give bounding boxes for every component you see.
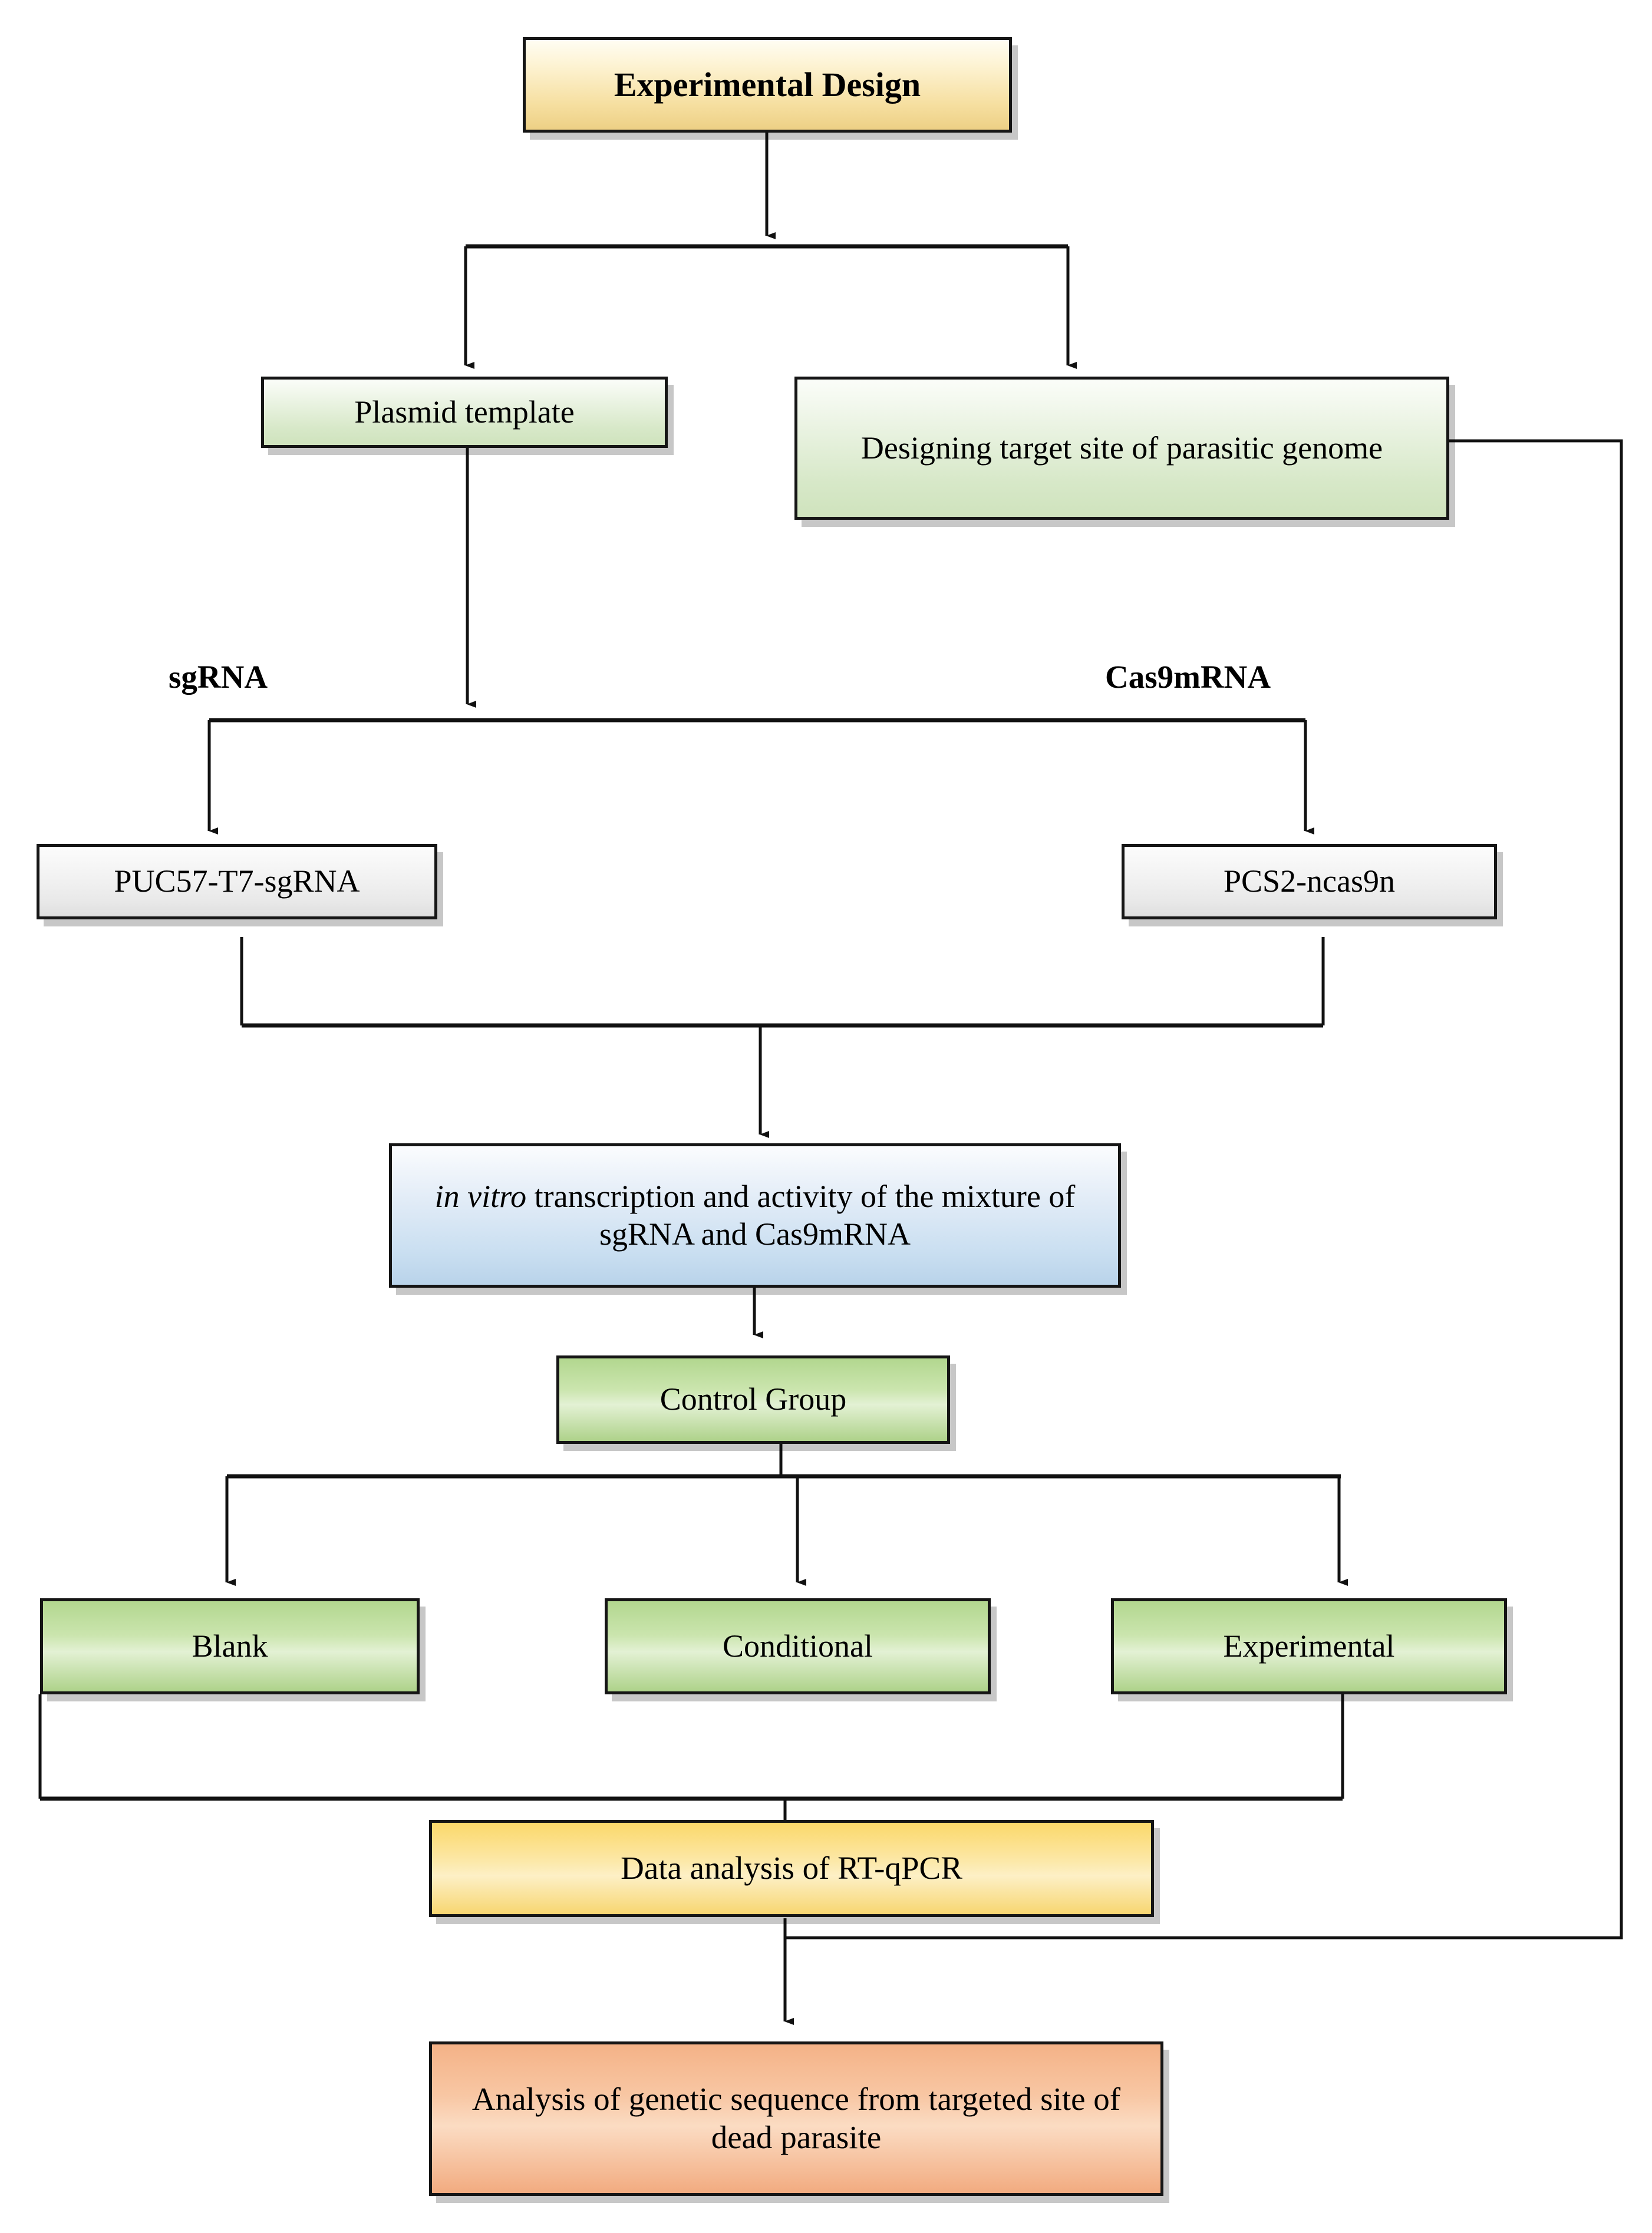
node-label: PCS2-ncas9n [1223,863,1395,899]
node-blank[interactable]: Blank [40,1598,420,1694]
node-label: Analysis of genetic sequence from target… [471,2081,1121,2155]
node-label: Control Group [660,1381,847,1417]
node-label: in vitro transcription and activity of t… [392,1178,1118,1253]
edge-label-cas9mrna: Cas9mRNA [1105,659,1271,695]
edge-label-sgrna: sgRNA [169,659,268,695]
node-plasmid-template[interactable]: Plasmid template [261,377,668,448]
node-label: Conditional [723,1628,873,1664]
node-conditional[interactable]: Conditional [605,1598,991,1694]
node-label-rest: transcription and activity of the mixtur… [526,1178,1076,1252]
node-designing-target[interactable]: Designing target site of parasitic genom… [794,377,1449,520]
node-label: Data analysis of RT-qPCR [621,1850,962,1886]
node-label: Designing target site of parasitic genom… [860,430,1383,466]
node-experimental[interactable]: Experimental [1111,1598,1507,1694]
node-data-analysis[interactable]: Data analysis of RT-qPCR [429,1820,1154,1917]
node-label: Experimental Design [614,65,921,104]
node-label: PUC57-T7-sgRNA [114,863,360,899]
node-in-vitro-transcription[interactable]: in vitro transcription and activity of t… [389,1143,1121,1288]
node-label: Plasmid template [354,394,575,430]
node-label: Blank [192,1628,268,1664]
node-label: Experimental [1223,1628,1395,1664]
node-final-analysis[interactable]: Analysis of genetic sequence from target… [429,2041,1163,2196]
node-control-group[interactable]: Control Group [556,1355,950,1444]
node-pcs2-ncas9n[interactable]: PCS2-ncas9n [1122,844,1497,919]
node-experimental-design[interactable]: Experimental Design [523,37,1012,133]
node-label-italic: in vitro [434,1178,527,1214]
node-puc57-t7-sgrna[interactable]: PUC57-T7-sgRNA [37,844,437,919]
edge-designing-right-routing [785,439,1623,1940]
